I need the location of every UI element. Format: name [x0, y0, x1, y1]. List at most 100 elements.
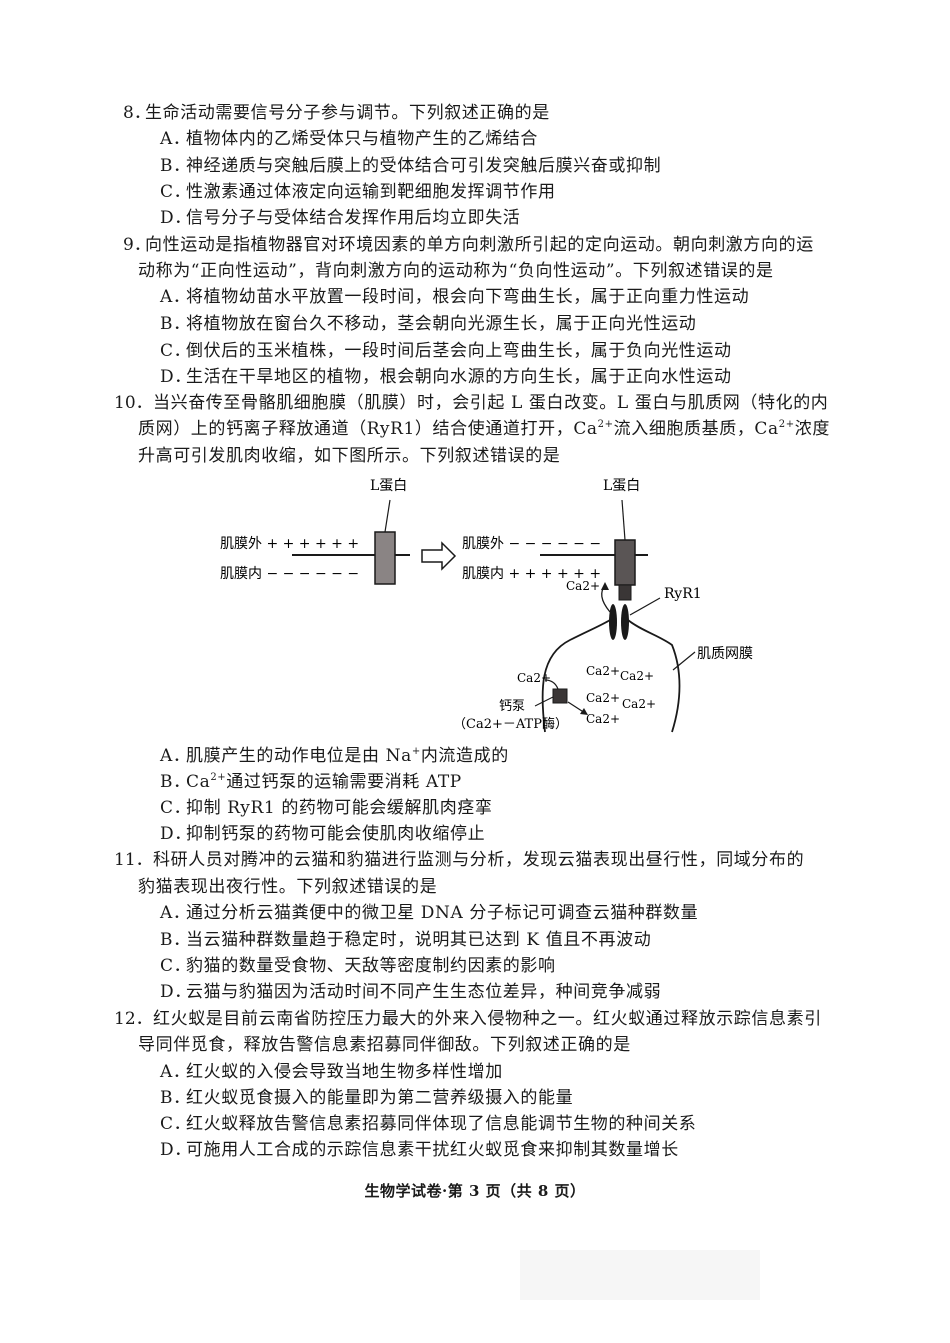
- option-b[interactable]: B．当云猫种群数量趋于稳定时，说明其已达到 K 值且不再波动: [160, 927, 651, 953]
- ryr1-channel-left: [609, 604, 617, 640]
- option-letter: A．: [160, 903, 191, 923]
- left-inside-label: 肌膜内 − − − − − −: [220, 566, 359, 582]
- sr-membrane-label: 肌质网膜: [697, 646, 753, 662]
- option-c[interactable]: C．抑制 RyR1 的药物可能会缓解肌肉痉挛: [160, 795, 493, 821]
- question-stem-line: 当兴奋传至骨骼肌细胞膜（肌膜）时，会引起 L 蛋白改变。L 蛋白与肌质网（特化的…: [153, 393, 829, 413]
- calcium-pump: [552, 688, 568, 704]
- option-d[interactable]: D．可施用人工合成的示踪信息素干扰红火蚁觅食来抑制其数量增长: [160, 1137, 679, 1163]
- option-letter: B．: [160, 1088, 191, 1108]
- option-letter: B．: [160, 156, 191, 176]
- option-b[interactable]: B．Ca2+通过钙泵的运输需要消耗 ATP: [160, 769, 462, 795]
- option-a[interactable]: A．肌膜产生的动作电位是由 Na+内流造成的: [160, 743, 509, 769]
- option-letter: B．: [160, 772, 191, 792]
- option-a[interactable]: A．将植物幼苗水平放置一段时间，根会向下弯曲生长，属于正向重力性运动: [160, 284, 749, 310]
- option-letter: D．: [160, 1140, 192, 1160]
- question-stem-line: 质网）上的钙离子释放通道（RyR1）结合使通道打开，Ca2+流入细胞质基质，Ca…: [138, 419, 830, 439]
- option-text: Ca2+通过钙泵的运输需要消耗 ATP: [186, 772, 462, 792]
- option-text: 神经递质与突触后膜上的受体结合可引发突触后膜兴奋或抑制: [186, 156, 662, 176]
- question-stem-line: 升高可引发肌肉收缩，如下图所示。下列叙述错误的是: [138, 446, 561, 466]
- option-d[interactable]: D．云猫与豹猫因为活动时间不同产生生态位差异，种间竞争减弱: [160, 979, 661, 1005]
- option-text: 信号分子与受体结合发挥作用后均立即失活: [186, 208, 521, 228]
- pump-output-arrowhead: [580, 708, 588, 715]
- page-footer: 生物学试卷·第 3 页（共 8 页）: [364, 1182, 586, 1200]
- option-a[interactable]: A．通过分析云猫粪便中的微卫星 DNA 分子标记可调查云猫种群数量: [160, 900, 698, 926]
- option-b[interactable]: B．红火蚁觅食摄入的能量即为第二营养级摄入的能量: [160, 1085, 573, 1111]
- option-letter: D．: [160, 824, 192, 844]
- option-a[interactable]: A．红火蚁的入侵会导致当地生物多样性增加: [160, 1059, 503, 1085]
- option-text: 当云猫种群数量趋于稳定时，说明其已达到 K 值且不再波动: [186, 930, 652, 950]
- question-stem-line: 科研人员对腾冲的云猫和豹猫进行监测与分析，发现云猫表现出昼行性，同域分布的: [153, 850, 805, 870]
- pump-pointer: [534, 696, 554, 707]
- option-text: 抑制钙泵的药物可能会使肌肉收缩停止: [186, 824, 486, 844]
- option-c[interactable]: C．红火蚁释放告警信息素招募同伴体现了信息能调节生物的种间关系: [160, 1111, 696, 1137]
- question-number: 10．: [114, 393, 153, 413]
- right-l-protein-pointer: [621, 499, 626, 541]
- option-text: 红火蚁觅食摄入的能量即为第二营养级摄入的能量: [186, 1088, 574, 1108]
- sr-membrane-left: [541, 619, 611, 733]
- calcium-efflux-arrowhead: [601, 582, 609, 590]
- option-text: 将植物放在窗台久不移动，茎会朝向光源生长，属于正向光性运动: [186, 314, 697, 334]
- option-text: 红火蚁释放告警信息素招募同伴体现了信息能调节生物的种间关系: [186, 1114, 697, 1134]
- left-l-protein-pointer: [384, 499, 391, 533]
- option-letter: C．: [160, 182, 192, 202]
- question-stem-line: 向性运动是指植物器官对环境因素的单方向刺激所引起的定向运动。朝向刺激方向的运: [145, 235, 814, 255]
- option-text: 可施用人工合成的示踪信息素干扰红火蚁觅食来抑制其数量增长: [186, 1140, 679, 1160]
- option-c[interactable]: C．性激素通过体液定向运输到靶细胞发挥调节作用: [160, 179, 556, 205]
- question-number: 9．: [123, 235, 151, 255]
- option-letter: D．: [160, 367, 192, 387]
- option-letter: D．: [160, 208, 192, 228]
- option-text: 抑制 RyR1 的药物可能会缓解肌肉痉挛: [186, 798, 493, 818]
- ca-ion-label: Ca2+: [566, 579, 600, 593]
- option-c[interactable]: C．豹猫的数量受食物、天敌等密度制约因素的影响: [160, 953, 556, 979]
- scan-smudge: [520, 1250, 760, 1300]
- right-l-protein-stem: [618, 584, 632, 601]
- right-inside-label: 肌膜内 + + + + + +: [462, 566, 601, 582]
- option-text: 通过分析云猫粪便中的微卫星 DNA 分子标记可调查云猫种群数量: [186, 903, 699, 923]
- sr-membrane-pointer: [672, 651, 696, 671]
- question-stem-line: 动称为“正向性运动”，背向刺激方向的运动称为“负向性运动”。下列叙述错误的是: [138, 261, 774, 281]
- option-b[interactable]: B．神经递质与突触后膜上的受体结合可引发突触后膜兴奋或抑制: [160, 153, 661, 179]
- pump-enzyme-label: （Ca2+－ATP酶）: [453, 716, 568, 732]
- option-a[interactable]: A．植物体内的乙烯受体只与植物产生的乙烯结合: [160, 126, 538, 152]
- question-stem-line: 红火蚁是目前云南省防控压力最大的外来入侵物种之一。红火蚁通过释放示踪信息素引: [153, 1009, 822, 1029]
- ca-ion-label: Ca2+: [586, 691, 620, 705]
- ca-ion-label: Ca2+: [622, 697, 656, 711]
- option-text: 云猫与豹猫因为活动时间不同产生生态位差异，种间竞争减弱: [186, 982, 662, 1002]
- sr-membrane-right: [627, 619, 681, 733]
- ca-ion-label: Ca2+: [586, 712, 620, 726]
- ryr1-channel-right: [621, 604, 629, 640]
- option-letter: C．: [160, 341, 192, 361]
- option-text: 将植物幼苗水平放置一段时间，根会向下弯曲生长，属于正向重力性运动: [186, 287, 750, 307]
- option-text: 植物体内的乙烯受体只与植物产生的乙烯结合: [186, 129, 538, 149]
- left-l-protein-label: L蛋白: [370, 478, 407, 494]
- option-text: 倒伏后的玉米植株，一段时间后茎会向上弯曲生长，属于负向光性运动: [186, 341, 732, 361]
- option-letter: B．: [160, 314, 191, 334]
- option-d[interactable]: D．信号分子与受体结合发挥作用后均立即失活: [160, 205, 520, 231]
- question-stem-line: 导同伴觅食，释放告警信息素招募同伴御敌。下列叙述正确的是: [138, 1035, 631, 1055]
- option-c[interactable]: C．倒伏后的玉米植株，一段时间后茎会向上弯曲生长，属于负向光性运动: [160, 338, 732, 364]
- option-letter: C．: [160, 956, 192, 976]
- option-d[interactable]: D．抑制钙泵的药物可能会使肌肉收缩停止: [160, 821, 485, 847]
- option-letter: D．: [160, 982, 192, 1002]
- pump-label: 钙泵: [499, 699, 525, 714]
- left-l-protein: [374, 531, 396, 585]
- option-text: 生活在干旱地区的植物，根会朝向水源的方向生长，属于正向水性运动: [186, 367, 732, 387]
- right-l-protein-label: L蛋白: [603, 478, 640, 494]
- option-d[interactable]: D．生活在干旱地区的植物，根会朝向水源的方向生长，属于正向水性运动: [160, 364, 732, 390]
- option-letter: B．: [160, 930, 191, 950]
- option-text: 肌膜产生的动作电位是由 Na+内流造成的: [186, 746, 509, 766]
- pump-intake-arrow: [544, 679, 559, 690]
- option-letter: C．: [160, 1114, 192, 1134]
- right-outside-label: 肌膜外 − − − − − −: [462, 536, 601, 552]
- ryr1-pointer: [629, 597, 661, 616]
- option-letter: A．: [160, 129, 191, 149]
- ca-ion-label: Ca2+: [620, 669, 654, 683]
- option-letter: C．: [160, 798, 192, 818]
- transition-arrow: [421, 541, 457, 571]
- question-stem-line: 生命活动需要信号分子参与调节。下列叙述正确的是: [145, 103, 550, 123]
- option-letter: A．: [160, 287, 191, 307]
- option-b[interactable]: B．将植物放在窗台久不移动，茎会朝向光源生长，属于正向光性运动: [160, 311, 696, 337]
- question-number: 8．: [123, 103, 151, 123]
- left-outside-label: 肌膜外 + + + + + +: [220, 536, 359, 552]
